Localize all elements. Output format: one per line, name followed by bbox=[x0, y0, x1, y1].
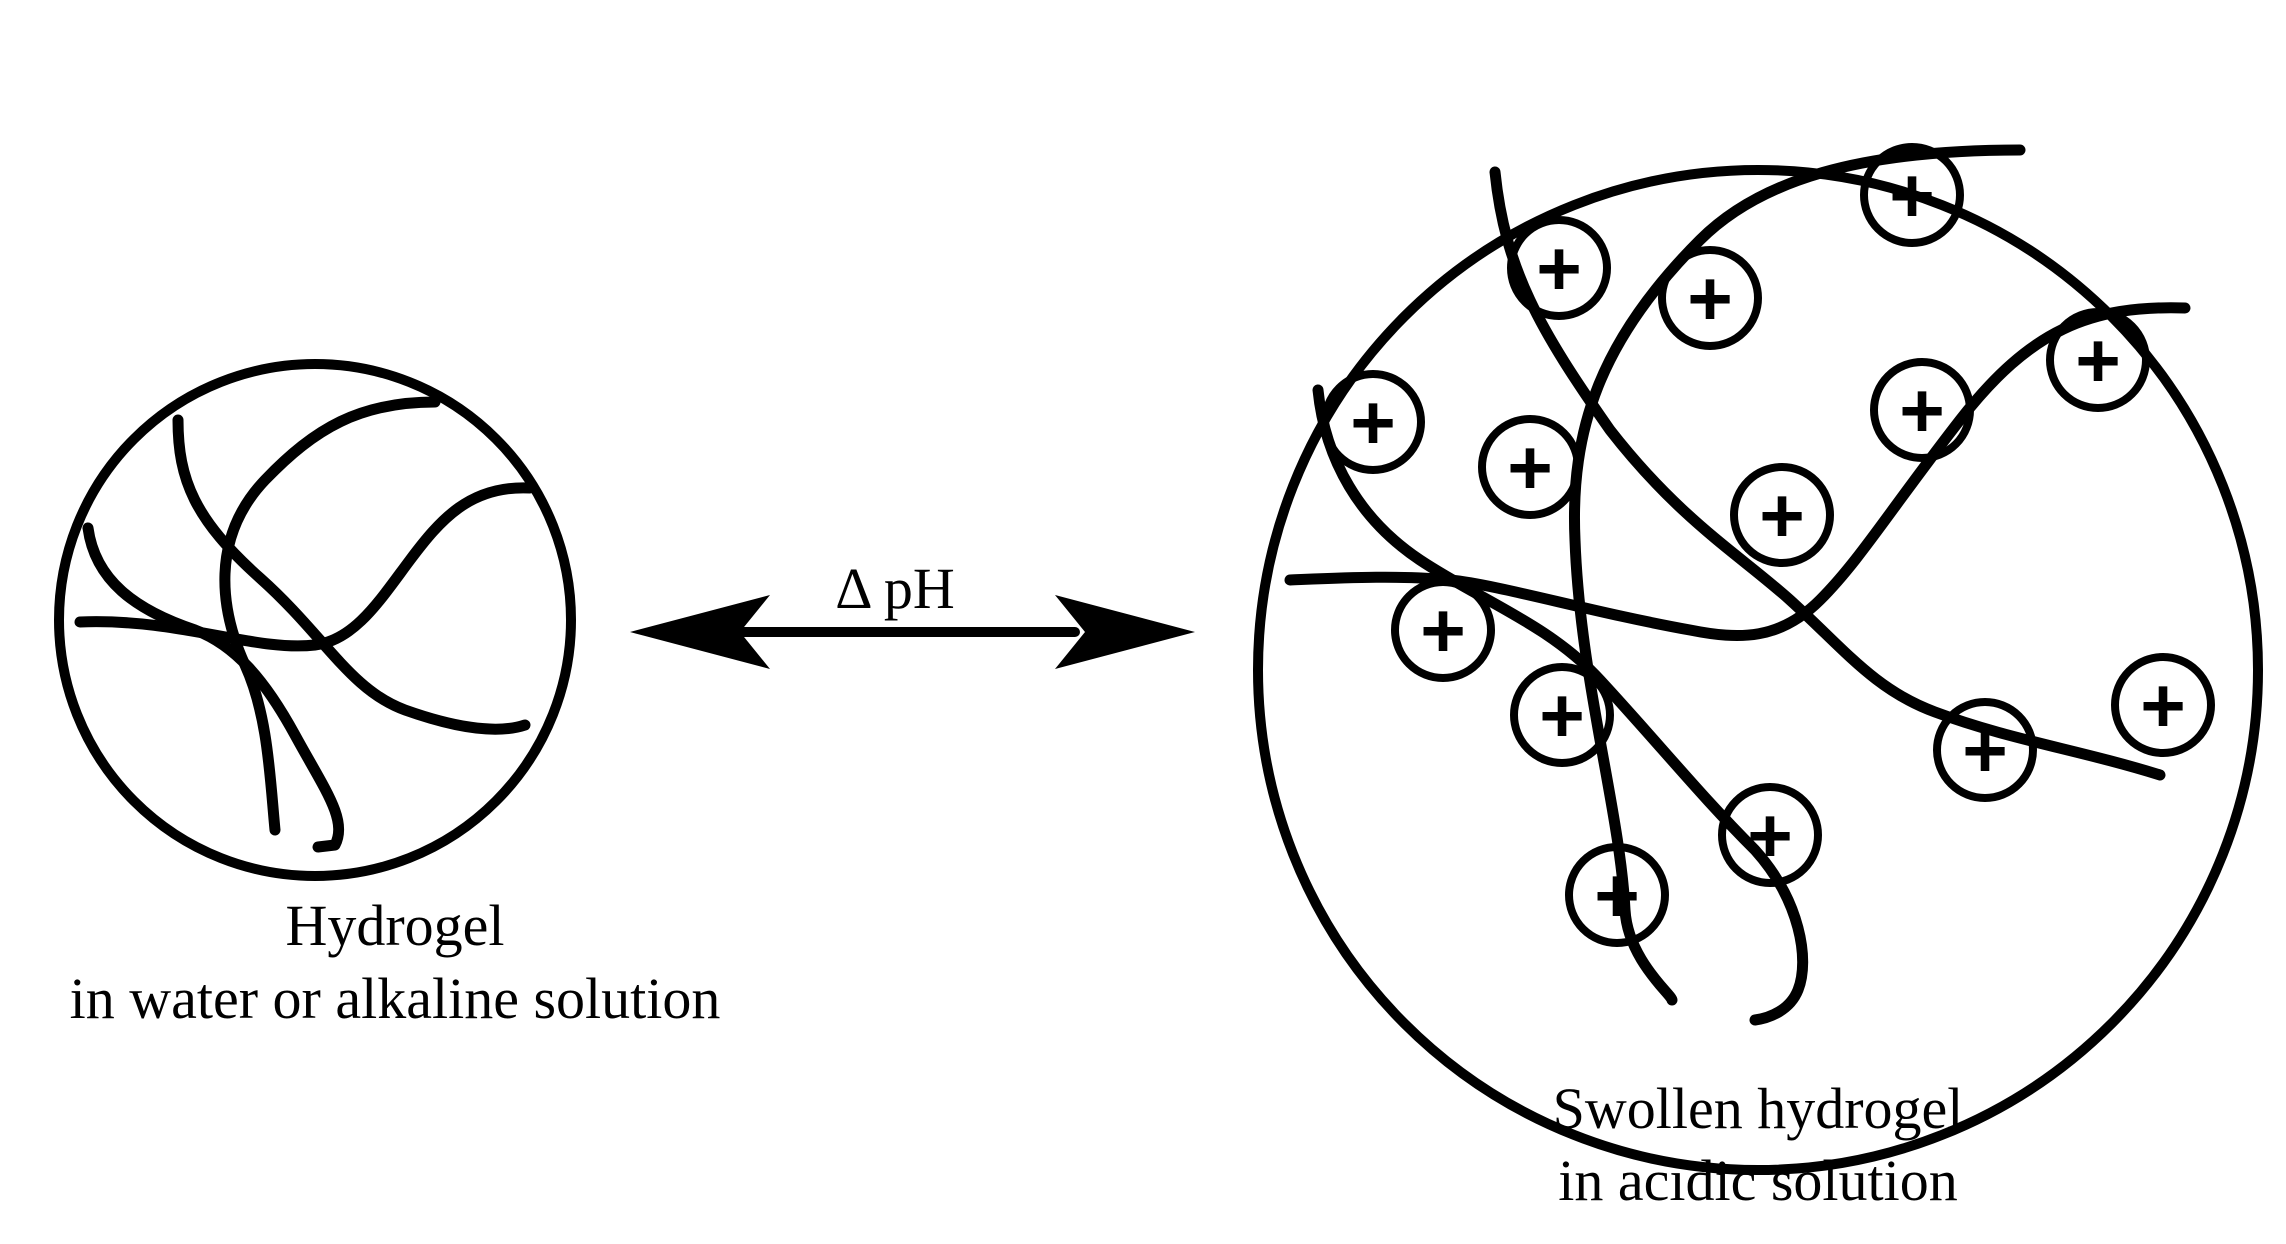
polymer-chain bbox=[1312, 384, 1809, 1026]
positive-charge-symbol: + bbox=[1899, 366, 1945, 454]
left-caption-line1: Hydrogel bbox=[285, 893, 504, 958]
positive-charge-symbol: + bbox=[1507, 423, 1553, 511]
positive-charge-symbol: + bbox=[1536, 224, 1582, 312]
polymer-chain bbox=[219, 396, 441, 836]
polymer-chain bbox=[1569, 144, 2026, 1006]
hydrogel-boundary-large bbox=[1253, 165, 2263, 1175]
positive-charge-circle bbox=[1321, 370, 1425, 474]
positive-charge-symbol: + bbox=[2140, 661, 2186, 749]
positive-charge-symbol: + bbox=[1962, 706, 2008, 794]
polymer-chains-small bbox=[74, 396, 536, 853]
polymer-chain bbox=[82, 522, 345, 853]
positive-charge-circle bbox=[2111, 653, 2215, 757]
positive-charge-circle bbox=[1507, 216, 1611, 320]
positive-charge-symbol: + bbox=[1539, 671, 1585, 759]
positive-charge-circle bbox=[1391, 578, 1495, 682]
positive-charge-circle bbox=[1730, 463, 1834, 567]
positive-charge-circle bbox=[1860, 143, 1964, 247]
right-caption-line1: Swollen hydrogel bbox=[1553, 1076, 1964, 1141]
arrowhead-left bbox=[630, 595, 770, 669]
charge-symbols: + + + + + + + + + + + + + + bbox=[1350, 151, 2186, 939]
arrowhead-right bbox=[1055, 595, 1195, 669]
positive-charge-circle bbox=[2046, 308, 2150, 412]
positive-charge-circle bbox=[1565, 843, 1669, 947]
right-caption-line2: in acidic solution bbox=[1558, 1148, 1958, 1213]
positive-charge-circle bbox=[1478, 415, 1582, 519]
left-caption-line2: in water or alkaline solution bbox=[70, 966, 721, 1031]
positive-charge-circle bbox=[1933, 698, 2037, 802]
positive-charge-symbol: + bbox=[1687, 254, 1733, 342]
hydrogel-boundary-small bbox=[54, 359, 576, 881]
positive-charge-symbol: + bbox=[1350, 378, 1396, 466]
positive-charge-symbol: + bbox=[1594, 851, 1640, 939]
reversible-arrow bbox=[630, 595, 1195, 669]
positive-charge-symbol: + bbox=[1889, 151, 1935, 239]
positive-charge-circle bbox=[1870, 358, 1974, 462]
polymer-chain bbox=[1489, 166, 2166, 781]
positive-charge-symbol: + bbox=[1420, 586, 1466, 674]
delta-ph-label: Δ pH bbox=[835, 556, 954, 621]
positive-charge-symbol: + bbox=[1759, 471, 1805, 559]
positive-charge-circle bbox=[1658, 246, 1762, 350]
positive-charge-circle bbox=[1510, 663, 1614, 767]
polymer-chain bbox=[172, 414, 531, 735]
charge-circles bbox=[1321, 143, 2215, 947]
positive-charge-circle bbox=[1718, 783, 1822, 887]
positive-charge-symbol: + bbox=[2075, 316, 2121, 404]
positive-charge-symbol: + bbox=[1747, 791, 1793, 879]
